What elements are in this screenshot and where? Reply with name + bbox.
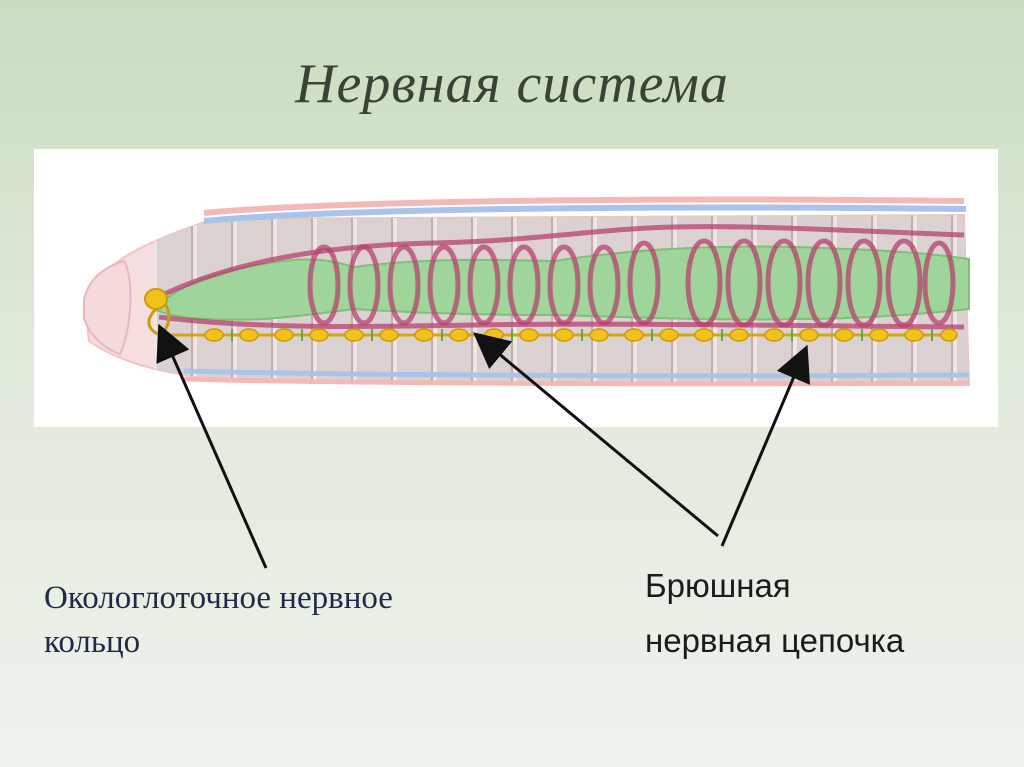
- label-ventral-nerve-chain: Брюшная нервная цепочка: [645, 558, 904, 668]
- label-ring-line-1: Окологлоточное нервное: [44, 580, 393, 616]
- diagram-panel: [34, 149, 998, 427]
- label-chain-line-1: Брюшная: [645, 567, 791, 604]
- label-chain-line-2: нервная цепочка: [645, 622, 905, 659]
- blood-vessels: [152, 224, 965, 330]
- slide-title: Нервная система: [295, 53, 729, 115]
- label-ring-line-2: кольцо: [44, 624, 141, 660]
- label-circumpharyngeal-ring: Окологлоточное нервное кольцо: [44, 576, 393, 664]
- arrow-icon: [720, 344, 811, 547]
- arrow-icon: [156, 323, 268, 569]
- arrow-icon: [473, 332, 719, 538]
- earthworm-diagram: [82, 196, 971, 387]
